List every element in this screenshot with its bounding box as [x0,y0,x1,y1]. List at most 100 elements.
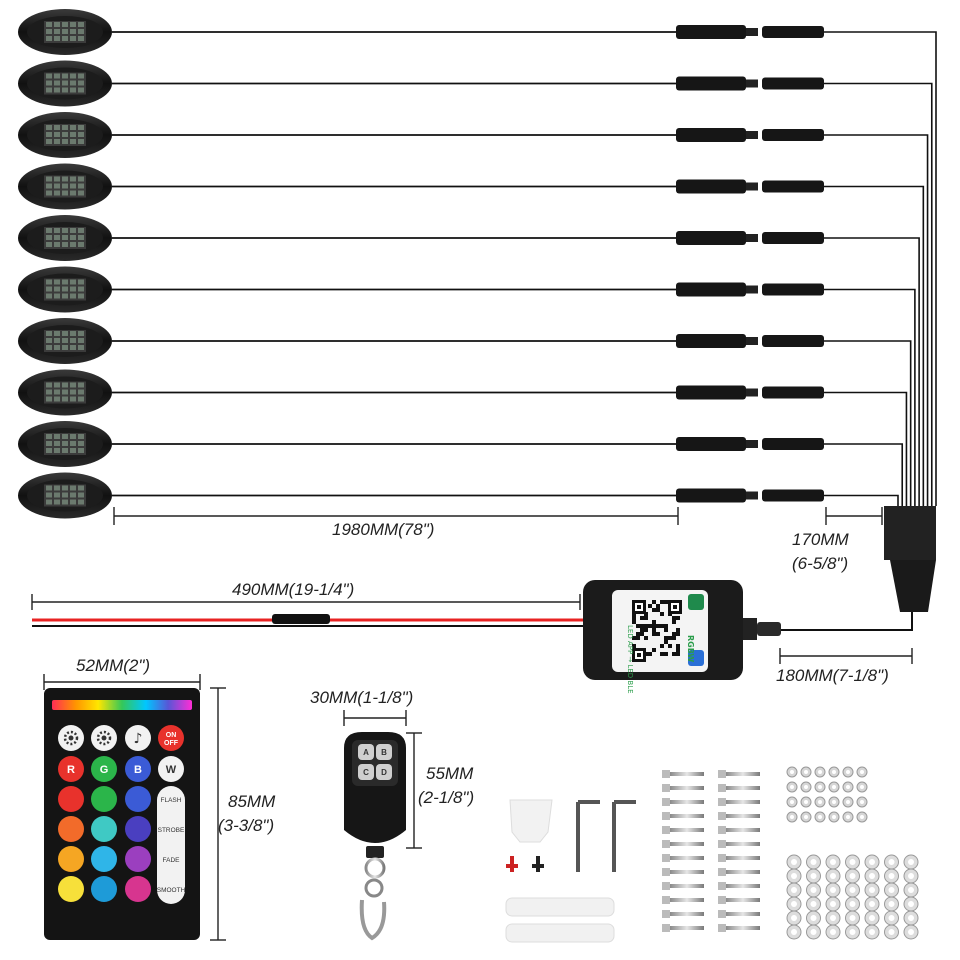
branch-wire [824,288,916,506]
led-chip [54,29,60,34]
connector-female [762,489,824,502]
led-chip [54,125,60,130]
color-button [91,786,117,812]
bolt [718,812,726,820]
bolt [662,798,670,806]
led-chip [78,80,84,86]
led-chip [70,485,76,491]
key-ring [364,857,386,879]
led-chip [70,286,76,292]
hardware-accessories [505,766,919,943]
bolt [662,896,670,904]
led-chip [54,382,60,388]
led-chip [78,139,84,144]
remote-height-inch-label: (3-3/8") [218,816,275,835]
led-chip [54,80,60,86]
bolt [718,882,726,890]
led-chip [78,228,84,233]
connector-male [676,25,746,39]
led-chip [46,396,52,402]
led-chip [70,36,76,41]
led-chip [54,228,60,233]
connector-female [762,26,824,38]
bolt [718,924,726,932]
bolt [662,784,670,792]
led-chip [54,87,60,93]
led-chip [46,499,52,505]
led-chip [54,389,60,395]
bolt [662,854,670,862]
led-chip [70,389,76,395]
wire-clip [509,799,553,843]
led-chip [54,338,60,343]
led-chip [70,73,76,79]
led-chip [54,279,60,285]
rock-light-pod [18,266,916,506]
led-chip [62,36,68,41]
rock-light-pod [18,163,925,506]
led-chip [62,22,68,27]
led-chip [62,293,68,299]
led-chip [62,125,68,130]
led-chip [70,228,76,233]
led-chip [62,242,68,247]
mode-strobe-label: STROBE [158,827,185,834]
bolt [662,770,670,778]
connector-male [676,76,746,91]
bolt [718,840,726,848]
branch-wire [824,443,904,506]
led-chip [54,293,60,299]
led-chip [70,345,76,350]
remote-width-label: 52MM(2") [76,656,151,675]
led-chip [54,396,60,402]
led-chip [46,80,52,86]
led-chip [62,331,68,336]
adhesive-pad-2 [505,923,615,943]
branch-wire [824,31,937,506]
led-chip [70,338,76,343]
led-chip [78,242,84,247]
led-chip [62,183,68,189]
rock-light-pod [18,318,912,506]
led-chip [46,190,52,196]
led-chip [78,279,84,285]
bluetooth-icon [688,650,704,666]
remote-g-button: G [91,756,117,782]
rock-light-pod [18,112,929,506]
led-chip [46,293,52,299]
connector-male [676,179,746,194]
led-chip [62,389,68,395]
led-chip [54,139,60,144]
bolt [718,910,726,918]
led-chip [70,87,76,93]
fob-button-c: C [358,764,374,780]
dimension-lines [31,507,913,941]
led-chip [46,441,52,446]
led-chip [70,492,76,498]
led-chip [62,345,68,350]
bolt [718,896,726,904]
rainbow-strip [52,700,192,710]
led-chip [62,190,68,196]
branch-length-inch-label: (6-5/8") [792,554,849,573]
led-chip [46,345,52,350]
rock-light-pod [18,60,933,506]
led-chip [46,132,52,137]
led-chip [46,73,52,79]
led-chip [46,434,52,439]
color-button [125,876,151,902]
led-chip [54,73,60,79]
led-chip [78,176,84,182]
led-chip [46,389,52,395]
led-chip [70,293,76,299]
app-icon [688,594,704,610]
qr-code-icon [632,600,682,662]
color-button [125,786,151,812]
led-chip [46,29,52,34]
connector-male [676,437,746,451]
power-lead-label: 490MM(19-1/4") [232,580,355,599]
controller-wires [32,612,913,631]
led-chip [70,176,76,182]
led-chip [70,29,76,34]
led-chip [46,235,52,240]
